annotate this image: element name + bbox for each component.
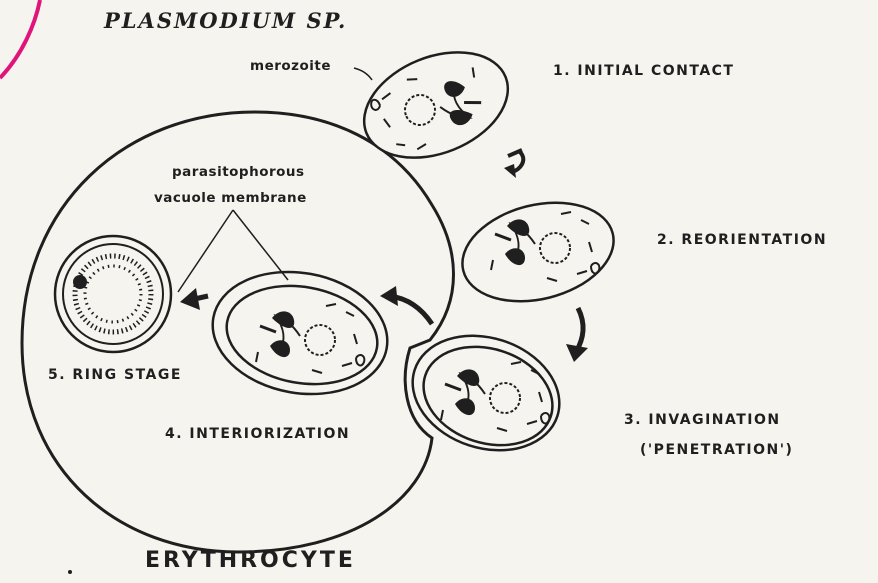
- stage-3-sublabel: ('PENETRATION'): [640, 442, 793, 458]
- ink-dot: [68, 570, 72, 574]
- diagram-title: PLASMODIUM SP.: [104, 8, 347, 33]
- stage-1-label: 1. INITIAL CONTACT: [553, 63, 734, 79]
- pvm-label-line2: vacuole membrane: [154, 190, 307, 206]
- merozoite-stage-1: [348, 32, 523, 177]
- ring-stage-cell: [55, 236, 171, 352]
- pvm-label-line1: parasitophorous: [172, 164, 305, 180]
- accent-arc: [0, 0, 40, 78]
- merozoite-leader: [354, 68, 372, 80]
- stage-4-label: 4. INTERIORIZATION: [165, 426, 350, 442]
- arrow-2-to-3: [576, 308, 583, 352]
- merozoite-label: merozoite: [250, 58, 331, 74]
- merozoite-stage-3: [398, 318, 575, 469]
- erythrocyte-label: ERYTHROCYTE: [145, 548, 356, 573]
- merozoite-stage-2: [452, 188, 624, 316]
- stage-3-label: 3. INVAGINATION: [624, 412, 781, 428]
- merozoite-stage-4: [203, 259, 397, 408]
- pvm-leader-left: [178, 210, 233, 292]
- stage-2-label: 2. REORIENTATION: [657, 232, 827, 248]
- pvm-leader-right: [233, 210, 288, 280]
- stage-5-label: 5. RING STAGE: [48, 367, 182, 383]
